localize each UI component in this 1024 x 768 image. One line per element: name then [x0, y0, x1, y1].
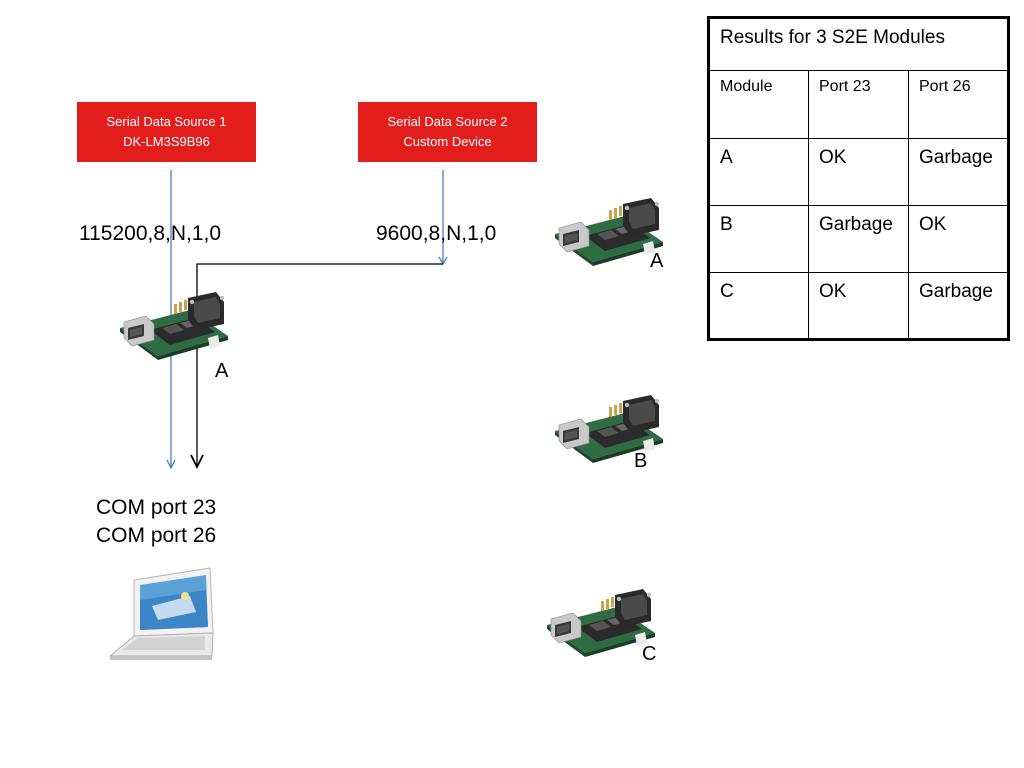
source1-arrowhead — [166, 459, 176, 470]
row-b-port-26: OK — [908, 205, 1009, 273]
row-c-module: C — [708, 272, 809, 340]
module-board-a — [554, 197, 664, 267]
com-port-26: COM port 26 — [96, 524, 217, 547]
row-c-port-26: Garbage — [908, 272, 1009, 340]
module-a-label: A — [650, 250, 664, 272]
row-a-port-26: Garbage — [908, 138, 1009, 206]
source2-device: Custom Device — [403, 134, 492, 149]
left-module-label: A — [215, 360, 229, 382]
results-table-title: Results for 3 S2E Modules — [708, 17, 1009, 71]
source2-serial-settings: 9600,8,N,1,0 — [376, 222, 497, 245]
header-port-23: Port 23 — [808, 70, 909, 139]
header-module: Module — [708, 70, 809, 139]
row-b-module: B — [708, 205, 809, 273]
source1-title: Serial Data Source 1 — [106, 114, 227, 129]
header-port-26: Port 26 — [908, 70, 1009, 139]
results-table: Results for 3 S2E Modules Module Port 23… — [707, 16, 1010, 341]
com-port-23: COM port 23 — [96, 496, 217, 519]
table-row: C OK Garbage — [708, 272, 1009, 340]
laptop-icon — [108, 567, 214, 660]
row-a-module: A — [708, 138, 809, 206]
module-board-c — [546, 588, 656, 658]
source1-device: DK-LM3S9B96 — [123, 134, 210, 149]
module-b-label: B — [634, 450, 648, 472]
table-row: A OK Garbage — [708, 138, 1009, 206]
source2-com-arrowhead — [190, 454, 204, 470]
module-board-left-a — [119, 291, 229, 361]
serial-data-source-1-box: Serial Data Source 1 DK-LM3S9B96 — [77, 102, 256, 162]
row-c-port-23: OK — [808, 272, 909, 340]
row-a-port-23: OK — [808, 138, 909, 206]
serial-data-source-2-box: Serial Data Source 2 Custom Device — [358, 102, 537, 162]
source1-serial-settings: 115200,8,N,1,0 — [79, 222, 222, 245]
source2-to-com-line — [196, 263, 443, 466]
row-b-port-23: Garbage — [808, 205, 909, 273]
table-row: B Garbage OK — [708, 205, 1009, 273]
source2-title: Serial Data Source 2 — [387, 114, 508, 129]
module-c-label: C — [642, 643, 657, 665]
com-ports-label: COM port 23 COM port 26 — [96, 494, 216, 550]
